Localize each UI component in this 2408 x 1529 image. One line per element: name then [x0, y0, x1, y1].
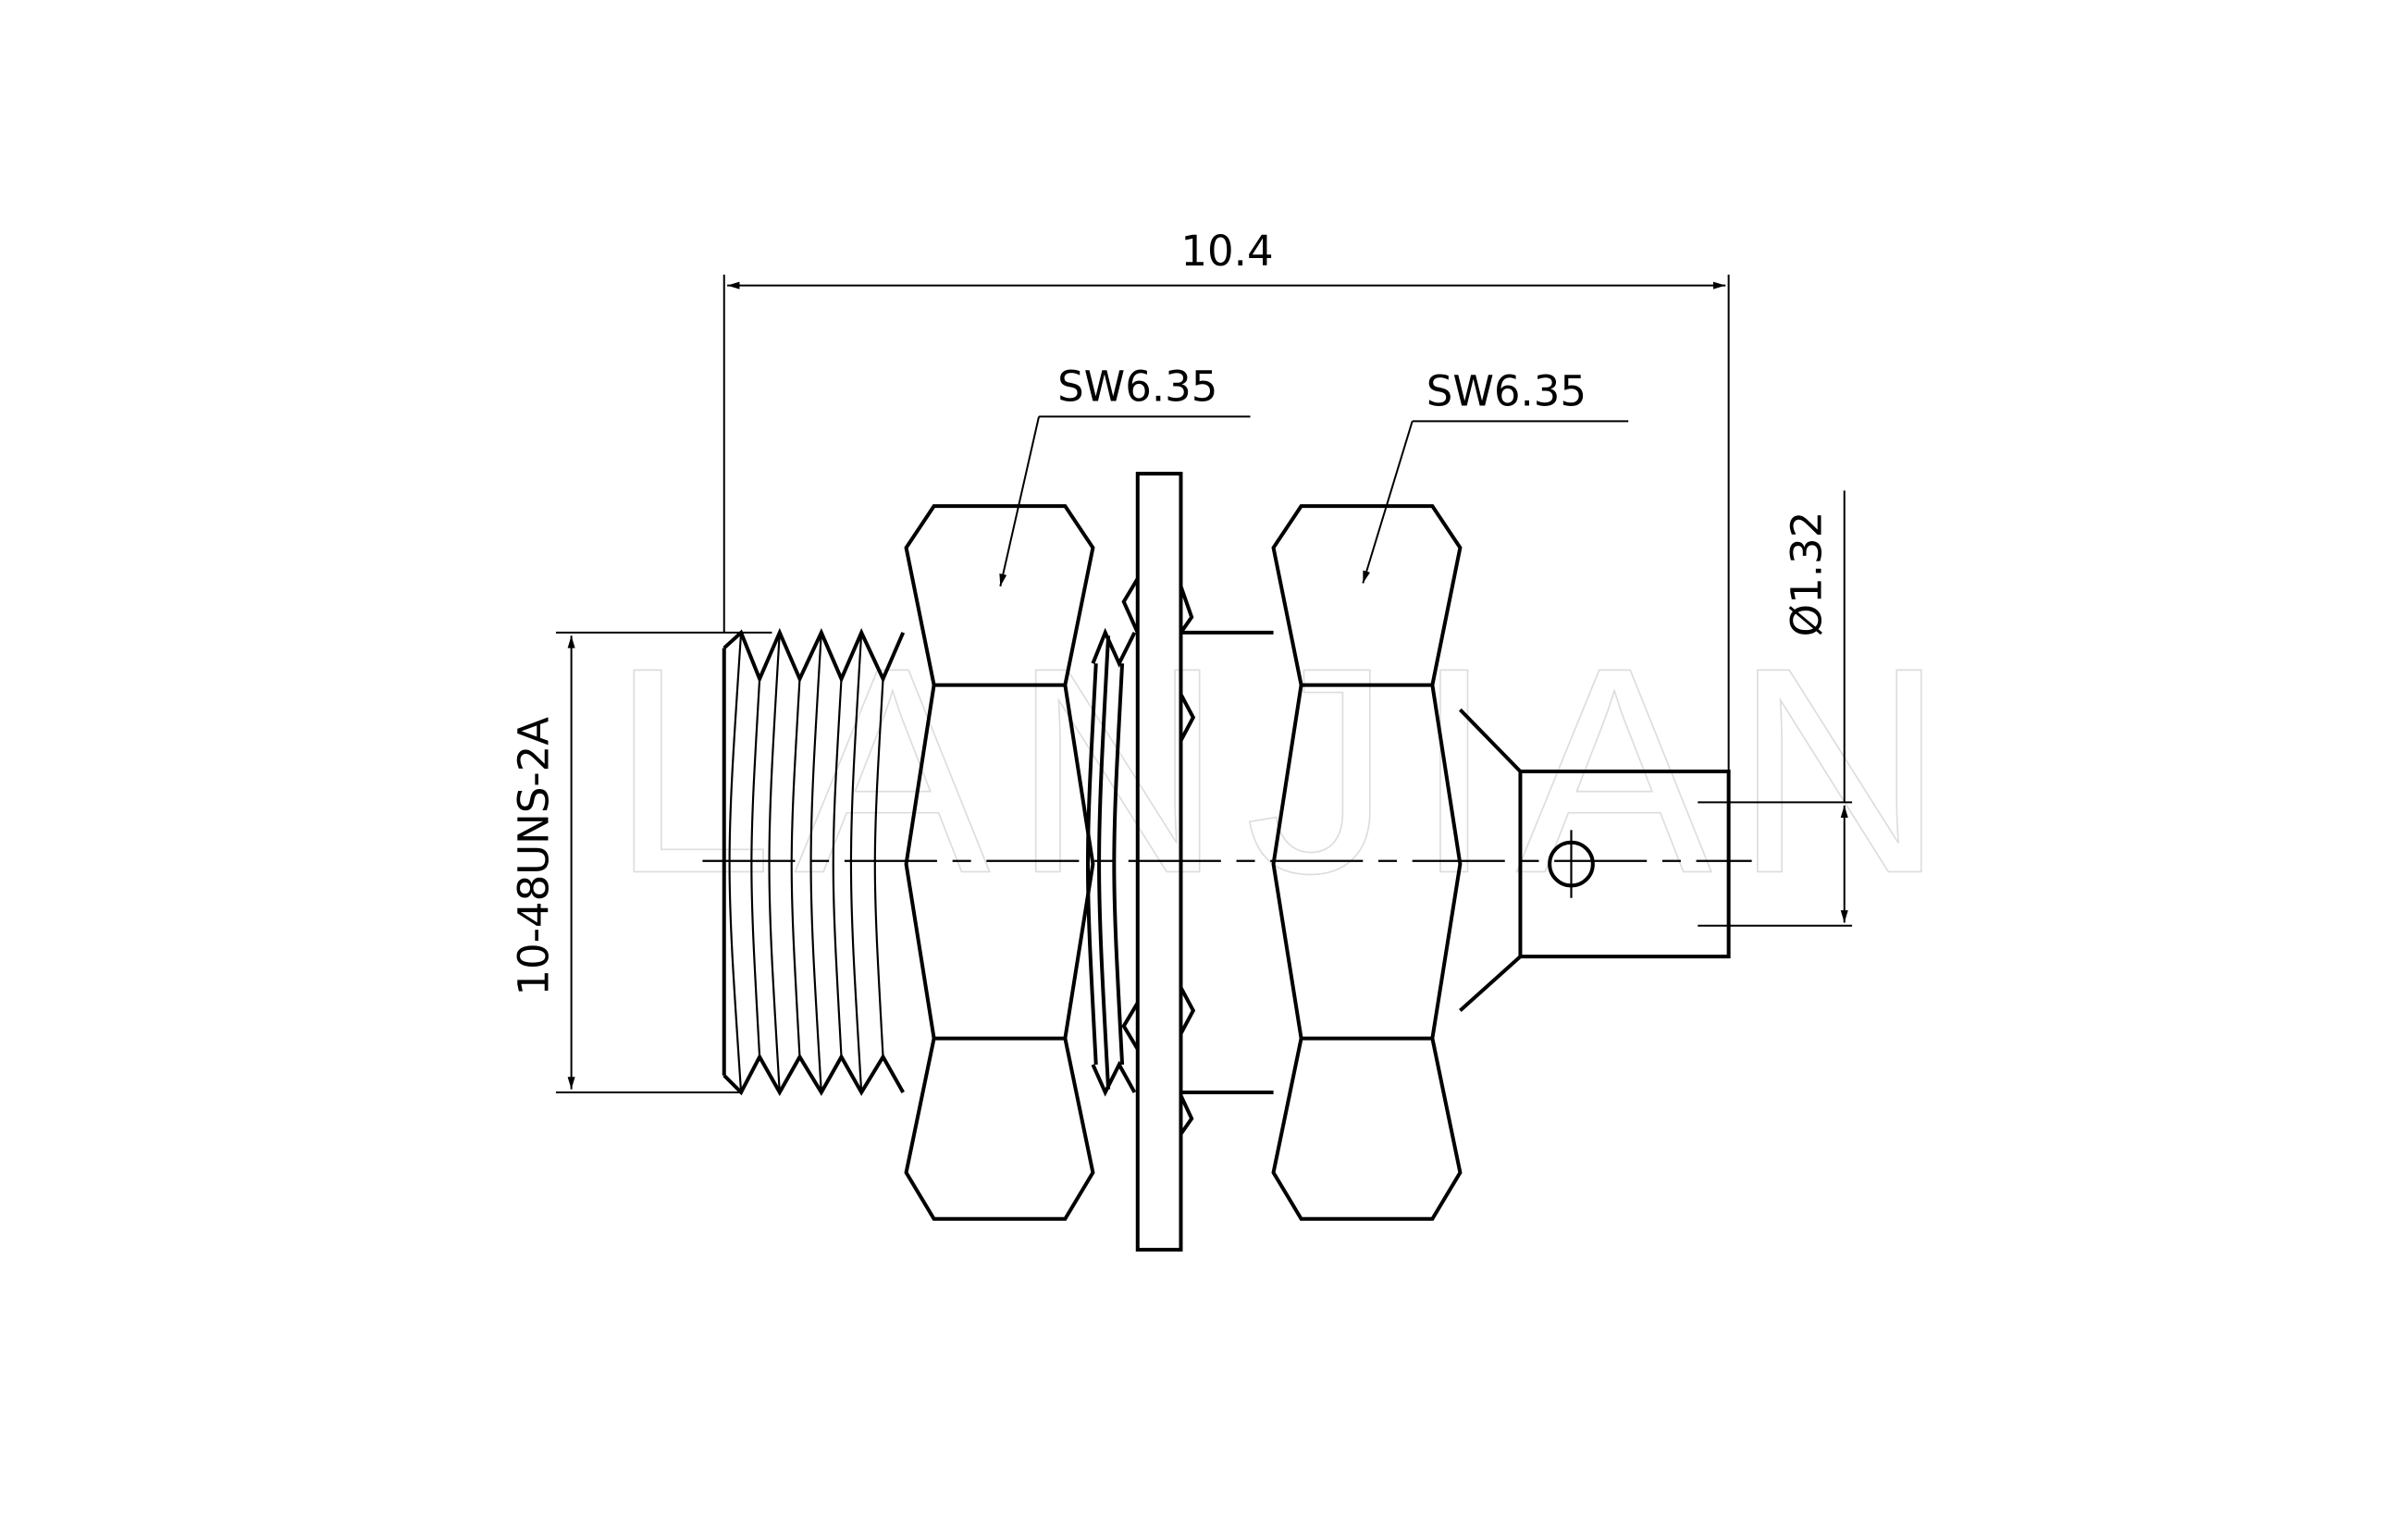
- hex-nut-1: [904, 504, 1095, 1221]
- connector-body: [1180, 630, 1274, 1094]
- pin-diameter-dimension: Ø1.32: [1698, 490, 1853, 927]
- nut2-wrench-callout: SW6.35: [1362, 367, 1629, 584]
- overall-length-label: 10.4: [1180, 227, 1273, 276]
- hex-nut-2: [1271, 504, 1463, 1221]
- external-thread: [722, 627, 906, 1097]
- contact-pin: [1458, 708, 1731, 1013]
- nut2-wrench-label: SW6.35: [1426, 367, 1587, 416]
- nut1-wrench-label: SW6.35: [1057, 363, 1217, 412]
- thread-spec-label: 10-48UNS-2A: [510, 717, 559, 996]
- lock-washer: [1121, 472, 1196, 1252]
- panel-thread: [1086, 627, 1137, 1097]
- nut1-wrench-callout: SW6.35: [999, 363, 1251, 587]
- overall-length-dimension: 10.4: [722, 227, 1730, 772]
- pin-diameter-label: Ø1.32: [1783, 512, 1832, 637]
- thread-dimension: 10-48UNS-2A: [510, 631, 772, 1093]
